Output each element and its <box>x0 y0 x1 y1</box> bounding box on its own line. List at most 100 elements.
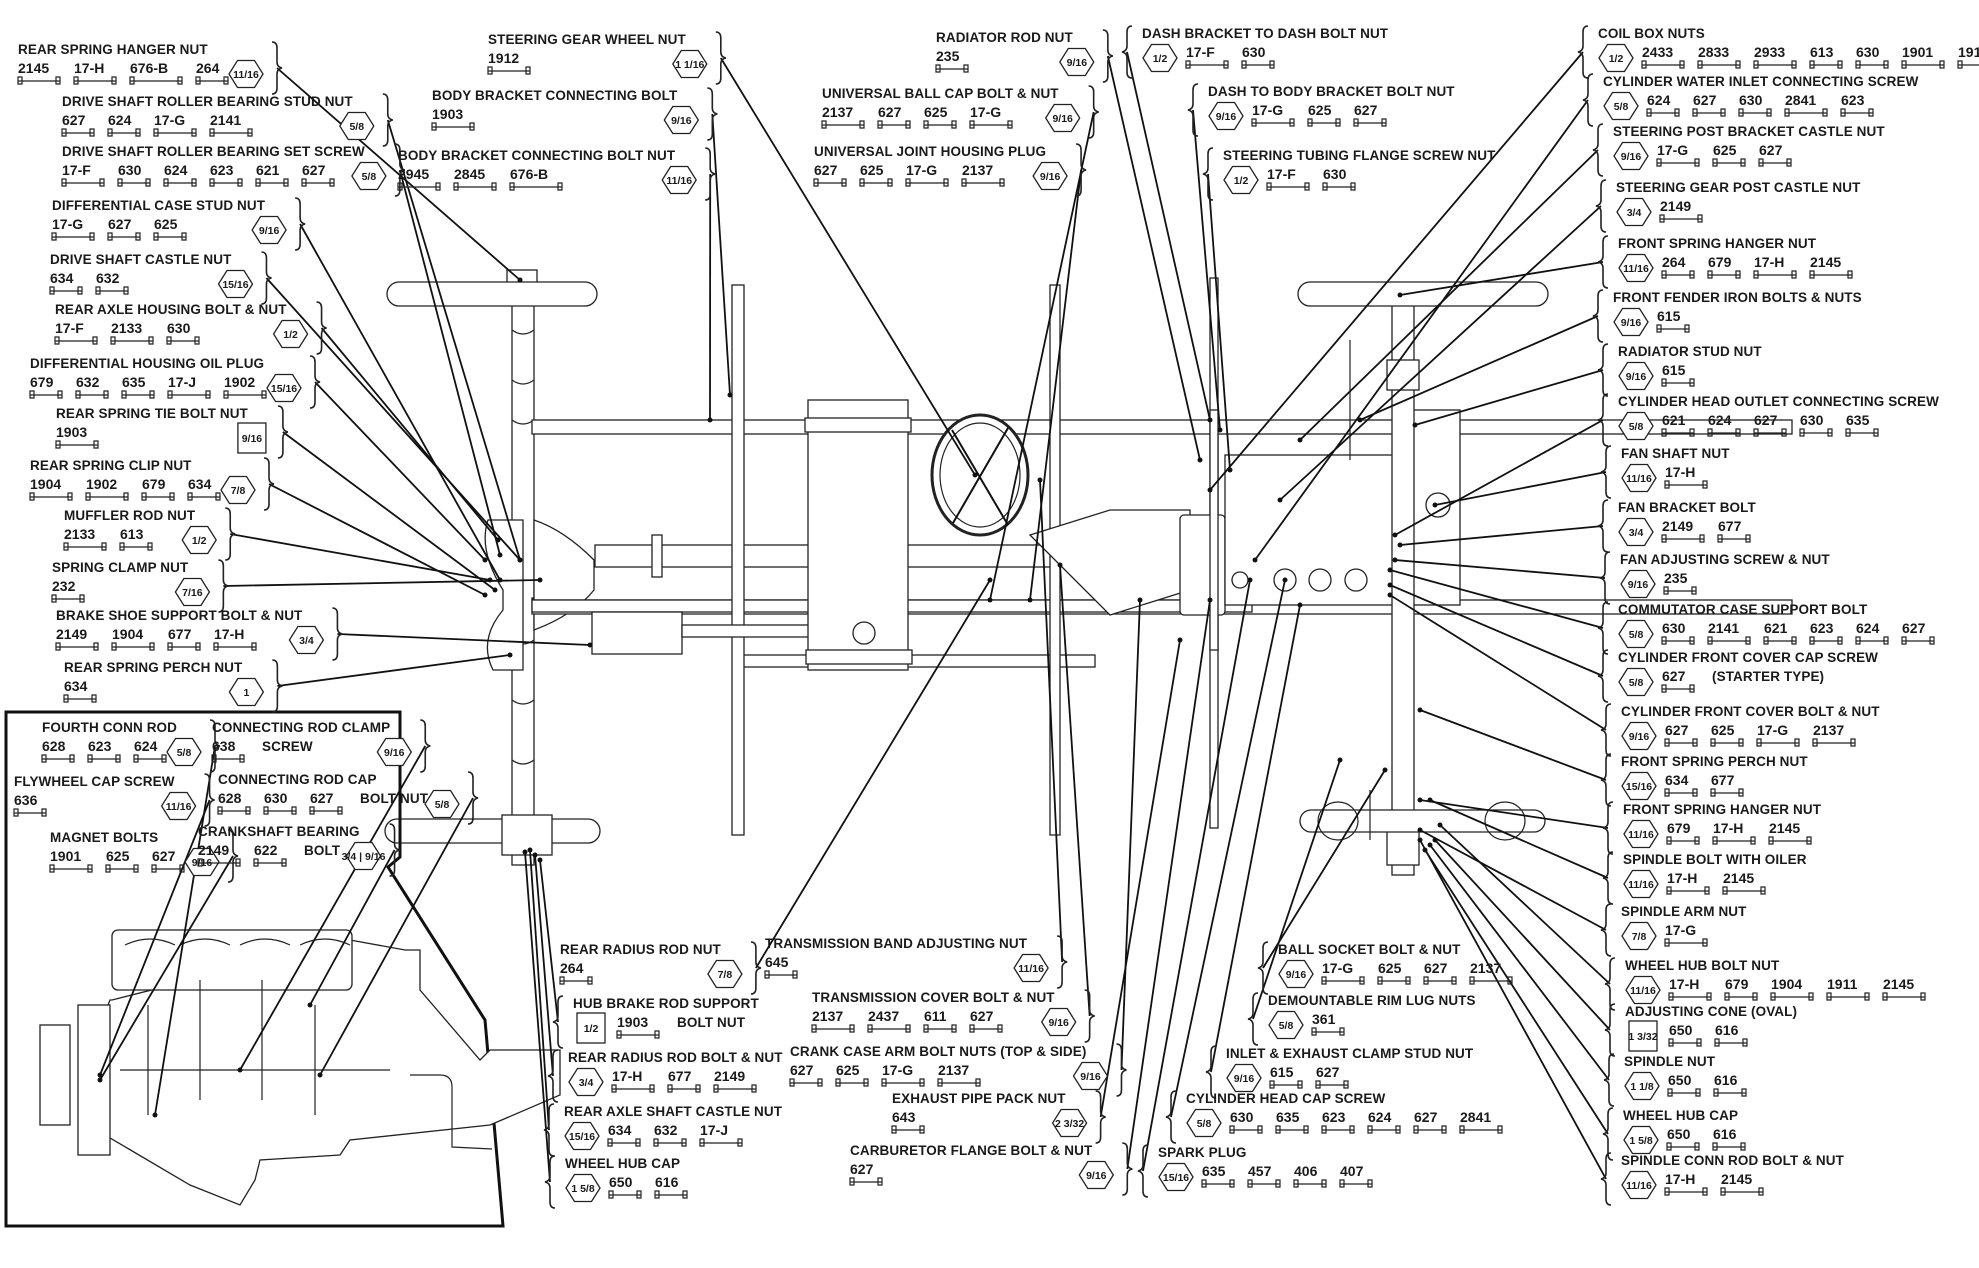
tool-item: 2145 <box>1723 870 1765 894</box>
fuel-tank-strap-top <box>805 418 911 432</box>
wrench-size-badge: 9/16 <box>1074 1063 1108 1090</box>
tool-item: 615 <box>1657 308 1689 332</box>
wrench-icon <box>1764 637 1796 644</box>
tool-item: 2933 <box>1754 44 1796 68</box>
wrench-icon <box>970 1025 1002 1032</box>
tool-number: 2933 <box>1754 44 1785 60</box>
wrench-size-label: 5/8 <box>1614 101 1629 113</box>
tool-item: 264 <box>1662 254 1694 278</box>
wrench-icon <box>122 391 154 398</box>
wrench-size-label: 9/16 <box>1286 969 1307 981</box>
tool-number: 624 <box>164 162 188 178</box>
tool-item: 613 <box>1810 44 1842 68</box>
callout-title: SPRING CLAMP NUT <box>52 560 189 575</box>
wrench-icon <box>1718 535 1750 542</box>
tool-number: 361 <box>1312 1011 1336 1027</box>
tool-number: 627 <box>814 162 838 178</box>
wrench-icon <box>1340 1180 1372 1187</box>
callout-title: UNIVERSAL BALL CAP BOLT & NUT <box>822 86 1059 101</box>
callout-cylinder-head-outlet-connecting-screw: CYLINDER HEAD OUTLET CONNECTING SCREW5/8… <box>1598 394 1939 446</box>
tool-number: 613 <box>1810 44 1834 60</box>
wrench-icon <box>1841 109 1873 116</box>
tool-number: 2141 <box>1708 620 1739 636</box>
tool-item: 1901 <box>1902 44 1944 68</box>
callout-title: STEERING TUBING FLANGE SCREW NUT <box>1223 148 1496 163</box>
tool-number: 2141 <box>210 112 241 128</box>
wrench-icon <box>134 755 166 762</box>
leader-arrowhead <box>1398 543 1403 548</box>
wrench-size-badge: 3/4 <box>1619 519 1653 546</box>
tool-number: 630 <box>1856 44 1880 60</box>
front-spring-top <box>1387 360 1419 390</box>
tool-number: 2437 <box>868 1008 899 1024</box>
chassis-illustration <box>385 270 1792 875</box>
callout-title: TRANSMISSION BAND ADJUSTING NUT <box>765 936 1028 951</box>
tool-number: 17-H <box>74 60 104 76</box>
leader-arrowhead <box>1248 578 1253 583</box>
wrench-icon <box>1698 61 1740 68</box>
tool-number: 650 <box>1667 1126 1691 1142</box>
wrench-size-label: 1 1/8 <box>1630 1081 1654 1093</box>
leader-arrowhead <box>1298 438 1303 443</box>
tool-item: 1904 <box>1771 976 1813 1000</box>
tool-item: 17-G <box>1252 102 1294 126</box>
tool-item: 627 <box>310 790 342 814</box>
tool-list: 17-H <box>1665 464 1707 488</box>
wrench-icon <box>878 121 910 128</box>
tool-number: 1902 <box>86 476 117 492</box>
wrench-size-label: 15/16 <box>271 383 297 395</box>
tool-number: 2149 <box>1660 198 1691 214</box>
cylinder-bolt-4 <box>1345 569 1367 591</box>
tool-number: 677 <box>168 626 192 642</box>
tool-item: 623 <box>1810 620 1842 644</box>
wrench-icon <box>1723 887 1765 894</box>
wrench-size-badge: 9/16 <box>1619 363 1653 390</box>
wrench-size-label: 7/8 <box>1632 931 1647 943</box>
leader-arrowhead <box>1338 758 1343 763</box>
tool-item: 361 <box>1312 1011 1344 1035</box>
tool-item: 628 <box>42 738 74 762</box>
tool-item: 677 <box>168 626 200 650</box>
wrench-size-label: 9/16 <box>1626 371 1647 383</box>
tool-number: 2149 <box>714 1068 745 1084</box>
wrench-size-badge: 15/16 <box>267 375 301 402</box>
tool-number: 627 <box>850 1161 874 1177</box>
tool-item: 2137 <box>962 162 1004 186</box>
wrench-icon <box>1810 271 1852 278</box>
wrench-size-label: 7/8 <box>231 485 246 497</box>
tool-item: 17-F <box>62 162 104 186</box>
wrench-icon <box>1856 637 1888 644</box>
wrench-size-label: 5/8 <box>1629 421 1644 433</box>
wrench-icon <box>1308 119 1340 126</box>
wrench-icon <box>1460 1126 1502 1133</box>
tool-item: 638 <box>212 738 244 762</box>
tool-item: 235 <box>1664 570 1696 594</box>
callout-title: COMMUTATOR CASE SUPPORT BOLT <box>1618 602 1868 617</box>
wrench-icon <box>56 441 98 448</box>
wrench-size-label: 1 1/16 <box>675 59 704 71</box>
tool-number: 2145 <box>1721 1171 1752 1187</box>
wrench-icon <box>1669 1039 1701 1046</box>
tool-number: 1903 <box>432 106 463 122</box>
tool-number: 627 <box>1354 102 1378 118</box>
wrench-size-label: 5/8 <box>349 121 364 133</box>
tool-number: 635 <box>1202 1163 1226 1179</box>
tool-item: 613 <box>120 526 152 550</box>
callout-title: REAR SPRING PERCH NUT <box>64 660 243 675</box>
tool-number: 630 <box>118 162 142 178</box>
